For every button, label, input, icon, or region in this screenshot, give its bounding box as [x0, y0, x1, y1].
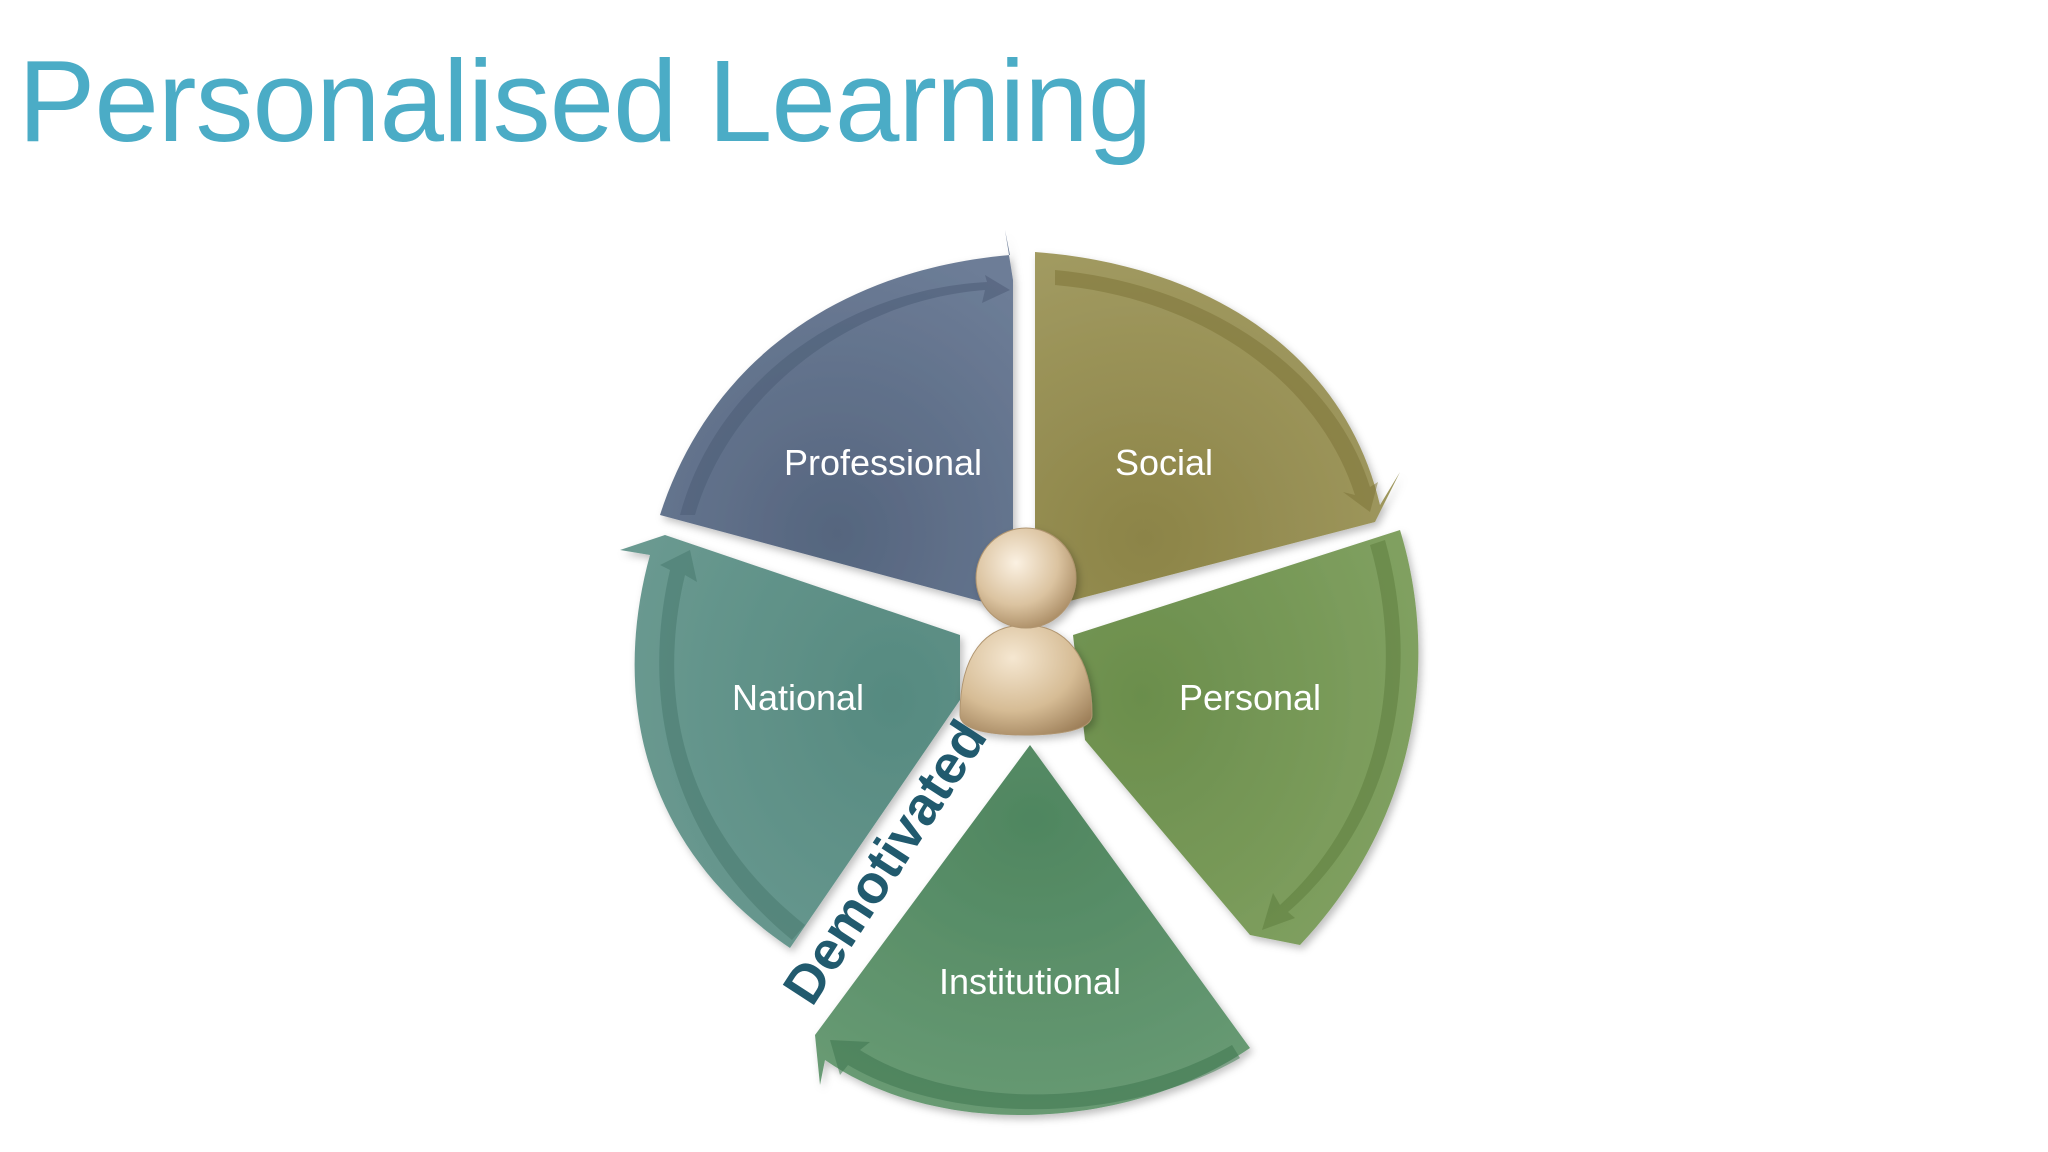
arrow-national-icon [659, 550, 805, 940]
segment-professional-shape [660, 230, 1013, 610]
arrow-personal-icon [1262, 540, 1401, 930]
segment-national-shape [620, 535, 960, 948]
segment-institutional: Institutional [815, 745, 1250, 1116]
segment-social: Social [1035, 252, 1400, 610]
segment-label-professional: Professional [784, 442, 982, 483]
segment-personal: Personal [1073, 530, 1419, 945]
segment-national: National [620, 535, 960, 948]
arrow-professional-icon [680, 275, 1010, 515]
segment-label-institutional: Institutional [939, 961, 1121, 1002]
segment-personal-shape [1073, 530, 1419, 945]
person-icon [959, 527, 1093, 736]
arrow-institutional-icon [830, 1040, 1240, 1110]
segment-social-shape [1035, 252, 1400, 610]
segment-professional: Professional [660, 230, 1013, 610]
segment-label-social: Social [1115, 442, 1213, 483]
segment-institutional-shape [815, 745, 1250, 1116]
arrow-social-icon [1055, 270, 1378, 512]
page-title: Personalised Learning [18, 36, 1152, 166]
segment-label-personal: Personal [1179, 677, 1321, 718]
segment-label-national: National [732, 677, 864, 718]
